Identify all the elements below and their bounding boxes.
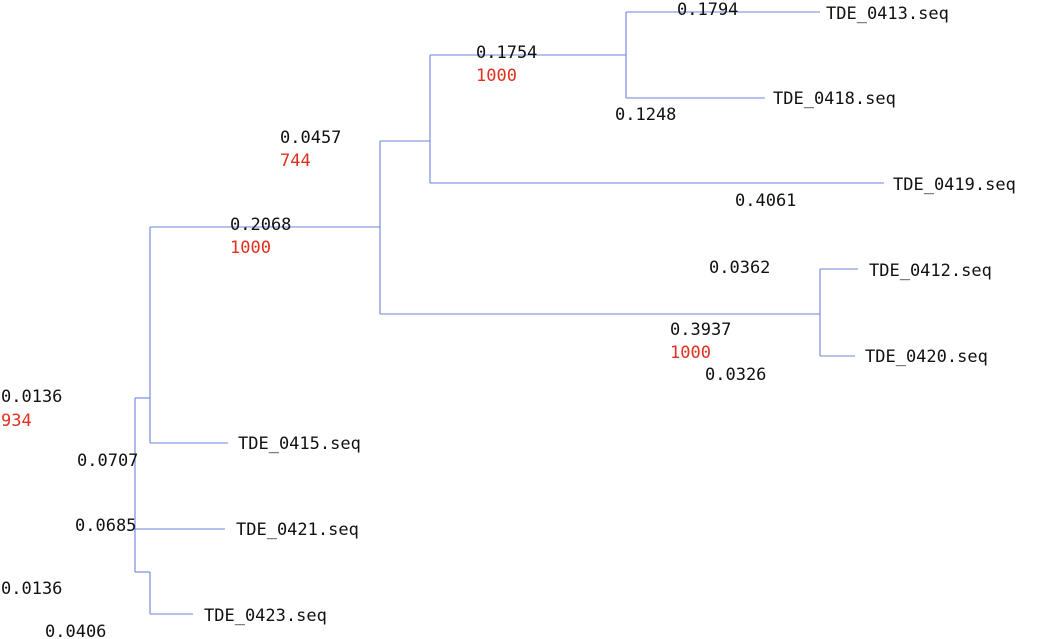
leaf-tde-0418: TDE_0418.seq xyxy=(773,89,896,109)
branch-length-label: 0.2068 xyxy=(230,215,291,235)
branch-length-label: 0.0136 xyxy=(1,387,62,407)
bootstrap-label: 1000 xyxy=(670,343,711,363)
leaf-tde-0413: TDE_0413.seq xyxy=(826,4,949,24)
branch-length-label: 0.3937 xyxy=(670,320,731,340)
branch-length-labels: 0.1794 0.1754 0.1248 0.0457 0.4061 0.206… xyxy=(1,0,796,639)
bootstrap-label: 934 xyxy=(1,411,32,431)
branch-length-label: 0.1248 xyxy=(615,105,676,125)
branch-length-label: 0.0406 xyxy=(45,622,106,639)
branch-length-label: 0.0707 xyxy=(77,451,138,471)
branch-length-label: 0.1794 xyxy=(677,0,738,20)
bootstrap-label: 744 xyxy=(280,151,311,171)
leaf-tde-0420: TDE_0420.seq xyxy=(865,347,988,367)
leaf-tde-0421: TDE_0421.seq xyxy=(236,520,359,540)
branch-length-label: 0.0457 xyxy=(280,128,341,148)
leaf-labels: TDE_0413.seq TDE_0418.seq TDE_0419.seq T… xyxy=(204,4,1016,626)
branch-length-label: 0.0326 xyxy=(705,365,766,385)
branch-length-label: 0.0136 xyxy=(1,579,62,599)
branch-length-label: 0.0685 xyxy=(75,516,136,536)
branch-length-label: 0.1754 xyxy=(476,43,537,63)
leaf-tde-0419: TDE_0419.seq xyxy=(893,175,1016,195)
bootstrap-label: 1000 xyxy=(230,238,271,258)
tree-branches xyxy=(134,11,884,615)
branch-length-label: 0.4061 xyxy=(735,191,796,211)
branch-length-label: 0.0362 xyxy=(709,258,770,278)
bootstrap-label: 1000 xyxy=(476,66,517,86)
leaf-tde-0412: TDE_0412.seq xyxy=(869,261,992,281)
bootstrap-labels: 1000 744 1000 1000 934 xyxy=(1,66,711,431)
leaf-tde-0423: TDE_0423.seq xyxy=(204,606,327,626)
leaf-tde-0415: TDE_0415.seq xyxy=(238,434,361,454)
